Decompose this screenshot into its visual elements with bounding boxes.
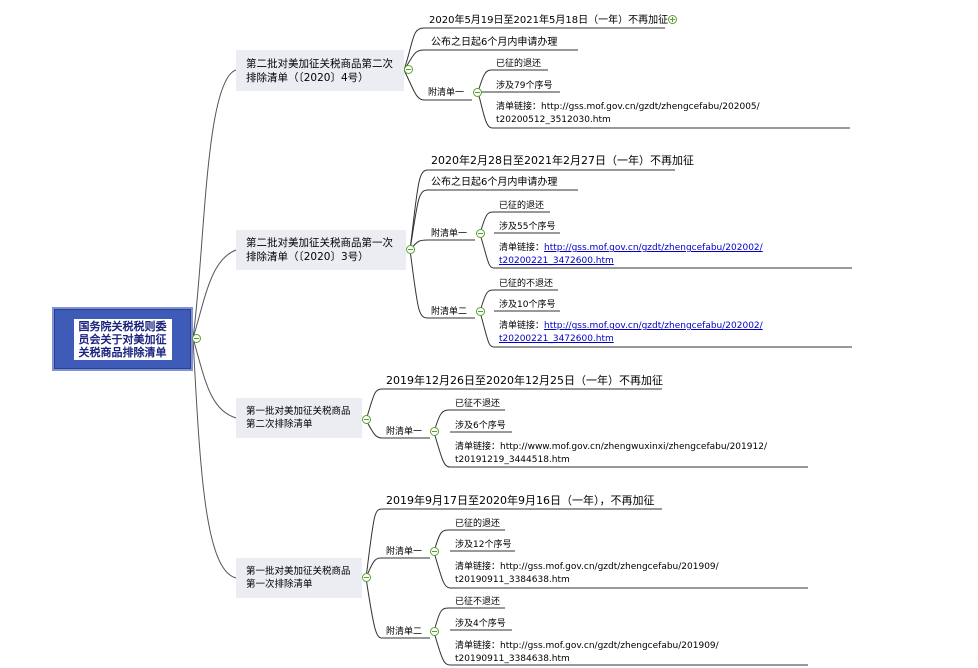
item-count: 涉及6个序号	[455, 421, 506, 431]
application-deadline: 公布之日起6个月内申请办理	[431, 177, 558, 188]
validity-period: 2019年9月17日至2020年9月16日（一年），不再加征	[386, 494, 655, 507]
list-link[interactable]: 清单链接：http://www.mof.gov.cn/zhengwuxinxi/…	[455, 441, 767, 454]
collapse-minus-icon[interactable]	[430, 627, 439, 636]
application-deadline: 公布之日起6个月内申请办理	[431, 37, 558, 48]
list-label: 附清单二	[386, 627, 423, 637]
validity-period: 2020年5月19日至2021年5月18日（一年）不再加征	[429, 15, 669, 26]
link-prefix: 清单链接：	[496, 102, 542, 112]
refund-status: 已征的退还	[455, 519, 501, 529]
list-label: 附清单一	[386, 547, 423, 557]
list-label: 附清单一	[428, 88, 465, 98]
branch-topic-4[interactable]: 第一批对美加征关税商品第一次排除清单	[236, 558, 362, 598]
list-label: 附清单一	[431, 229, 468, 239]
validity-period: 2019年12月26日至2020年12月25日（一年）不再加征	[386, 374, 663, 387]
link-url-part-1[interactable]: http://gss.mof.gov.cn/gzdt/zhengcefabu/2…	[544, 243, 763, 253]
collapse-minus-icon[interactable]	[192, 334, 201, 343]
link-url-part-2[interactable]: t20200221_3472600.htm	[499, 256, 614, 266]
collapse-minus-icon[interactable]	[362, 573, 371, 582]
collapse-minus-icon[interactable]	[404, 65, 413, 74]
link-prefix: 清单链接：	[499, 321, 545, 331]
link-url-part-2[interactable]: t20200221_3472600.htm	[499, 334, 614, 344]
branch-topic-1-title: 第二批对美加征关税商品第二次排除清单（〔2020〕4号）	[246, 57, 393, 84]
list-link[interactable]: 清单链接：http://gss.mof.gov.cn/gzdt/zhengcef…	[496, 101, 760, 114]
collapse-minus-icon[interactable]	[430, 547, 439, 556]
collapse-minus-icon[interactable]	[406, 245, 415, 254]
collapse-minus-icon[interactable]	[362, 415, 371, 424]
validity-period: 2020年2月28日至2021年2月27日（一年）不再加征	[431, 154, 694, 167]
collapse-minus-icon[interactable]	[473, 88, 482, 97]
collapse-minus-icon[interactable]	[430, 427, 439, 436]
refund-status: 已征的退还	[499, 201, 545, 211]
expand-plus-icon[interactable]	[668, 15, 677, 24]
branch-topic-2-title: 第二批对美加征关税商品第一次排除清单（〔2020〕3号）	[246, 237, 393, 263]
item-count: 涉及10个序号	[499, 300, 556, 310]
link-prefix: 清单链接：	[455, 641, 501, 651]
list-link[interactable]: 清单链接：http://gss.mof.gov.cn/gzdt/zhengcef…	[455, 561, 719, 574]
list-link[interactable]: 清单链接：http://gss.mof.gov.cn/gzdt/zhengcef…	[499, 242, 763, 255]
item-count: 涉及55个序号	[499, 222, 556, 232]
collapse-minus-icon[interactable]	[476, 229, 485, 238]
root-topic-title: 国务院关税税则委员会关于对美加征关税商品排除清单	[73, 318, 172, 360]
link-url-part-1[interactable]: http://www.mof.gov.cn/zhengwuxinxi/zheng…	[500, 442, 767, 452]
refund-status: 已征不退还	[455, 399, 501, 409]
list-label: 附清单一	[386, 427, 423, 437]
item-count: 涉及4个序号	[455, 619, 506, 629]
branch-topic-1[interactable]: 第二批对美加征关税商品第二次排除清单（〔2020〕4号）	[236, 50, 404, 91]
root-topic[interactable]: 国务院关税税则委员会关于对美加征关税商品排除清单	[52, 307, 193, 371]
list-label: 附清单二	[431, 307, 468, 317]
link-url-part-2[interactable]: t20190911_3384638.htm	[455, 575, 570, 585]
branch-topic-2[interactable]: 第二批对美加征关税商品第一次排除清单（〔2020〕3号）	[236, 230, 406, 270]
link-url-part-2[interactable]: t20191219_3444518.htm	[455, 455, 570, 465]
link-url-part-2[interactable]: t20200512_3512030.htm	[496, 115, 611, 125]
link-prefix: 清单链接：	[499, 243, 545, 253]
item-count: 涉及12个序号	[455, 540, 512, 550]
link-url-part-2[interactable]: t20190911_3384638.htm	[455, 654, 570, 664]
item-count: 涉及79个序号	[496, 81, 553, 91]
branch-topic-3[interactable]: 第一批对美加征关税商品第二次排除清单	[236, 398, 362, 438]
link-url-part-1[interactable]: http://gss.mof.gov.cn/gzdt/zhengcefabu/2…	[544, 321, 763, 331]
link-prefix: 清单链接：	[455, 442, 501, 452]
branch-topic-3-title: 第一批对美加征关税商品第二次排除清单	[246, 406, 351, 430]
link-url-part-1[interactable]: http://gss.mof.gov.cn/gzdt/zhengcefabu/2…	[541, 102, 760, 112]
refund-status: 已征的不退还	[499, 279, 554, 289]
link-url-part-1[interactable]: http://gss.mof.gov.cn/gzdt/zhengcefabu/2…	[500, 641, 719, 651]
list-link[interactable]: 清单链接：http://gss.mof.gov.cn/gzdt/zhengcef…	[499, 320, 763, 333]
link-prefix: 清单链接：	[455, 562, 501, 572]
refund-status: 已征不退还	[455, 597, 501, 607]
refund-status: 已征的退还	[496, 59, 542, 69]
branch-topic-4-title: 第一批对美加征关税商品第一次排除清单	[246, 566, 351, 590]
collapse-minus-icon[interactable]	[476, 307, 485, 316]
link-url-part-1[interactable]: http://gss.mof.gov.cn/gzdt/zhengcefabu/2…	[500, 562, 719, 572]
list-link[interactable]: 清单链接：http://gss.mof.gov.cn/gzdt/zhengcef…	[455, 640, 719, 653]
